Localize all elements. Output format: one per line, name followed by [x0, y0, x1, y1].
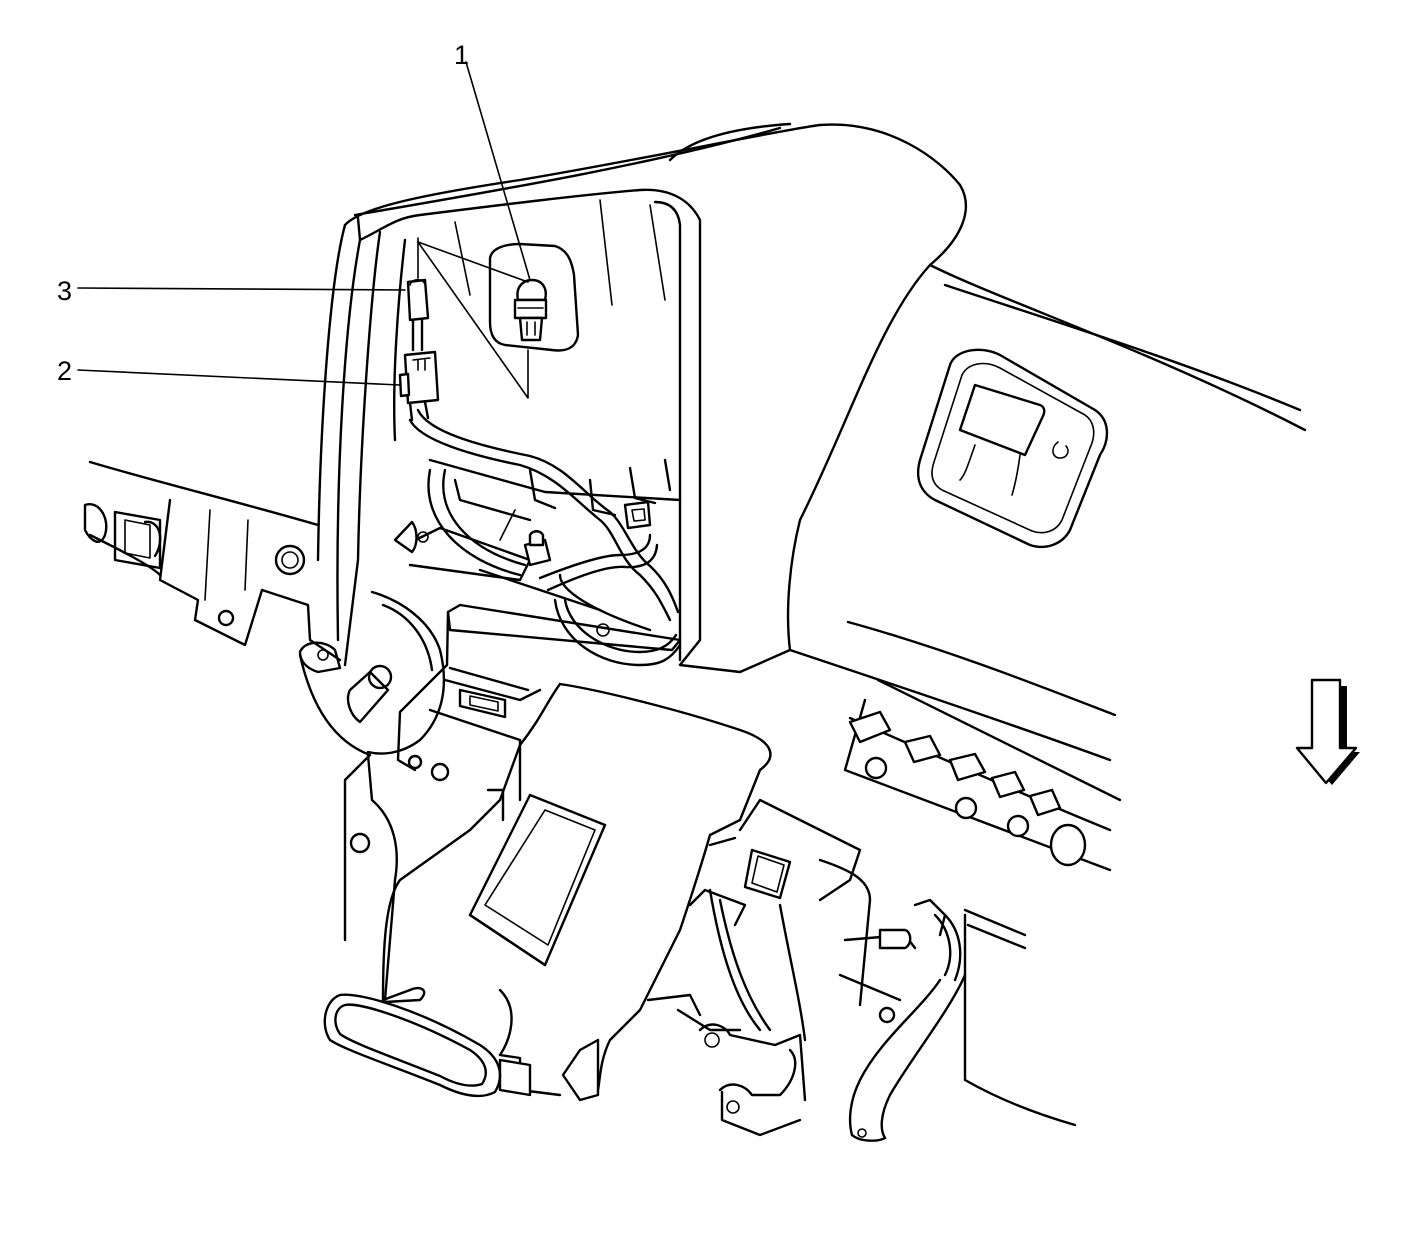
pedal-bracket [818, 858, 967, 1142]
hvac-duct [381, 682, 772, 1102]
callouts: 1 3 2 [57, 40, 469, 386]
leader-lines [77, 61, 531, 399]
callout-1-label: 1 [454, 40, 469, 70]
floor-duct-outlet [323, 993, 502, 1098]
instrument-panel-right [786, 263, 1307, 872]
cluster-wiring [393, 408, 682, 667]
lower-right-harness [913, 898, 1077, 1127]
glove-box-latch [916, 348, 1109, 549]
callout-3-label: 3 [57, 276, 72, 306]
steering-column-area [298, 590, 446, 1002]
left-bracket [83, 460, 342, 674]
lower-right-bracket [646, 798, 862, 1137]
socket-and-connector-parts [398, 278, 440, 422]
under-dash-box [396, 603, 682, 822]
cluster-hood [316, 122, 968, 674]
hinge-knuckles [848, 710, 1087, 867]
down-arrow-icon [1295, 678, 1360, 785]
callout-2-label: 2 [57, 356, 72, 386]
bulb-part [513, 278, 548, 342]
